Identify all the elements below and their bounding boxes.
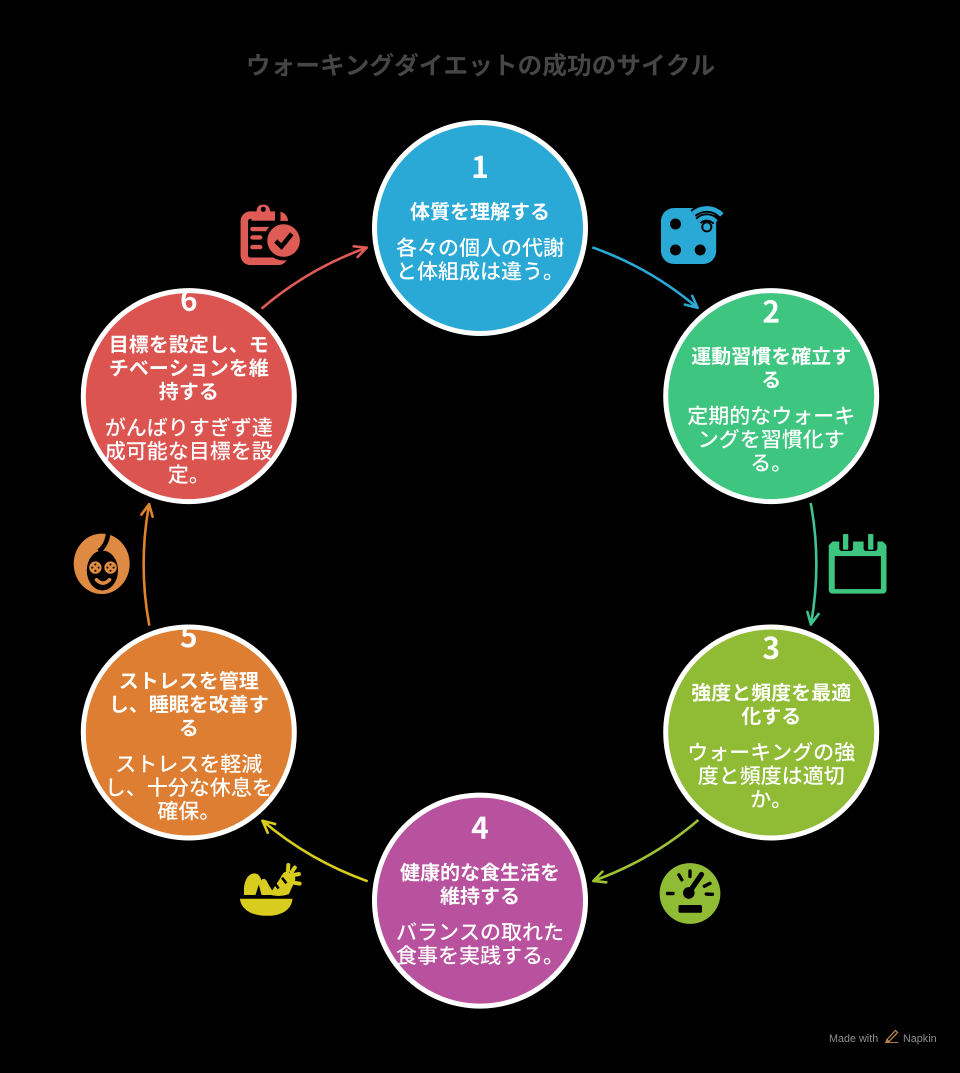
svg-text:Made with: Made with	[829, 1033, 878, 1045]
svg-text:Napkin: Napkin	[903, 1033, 937, 1045]
